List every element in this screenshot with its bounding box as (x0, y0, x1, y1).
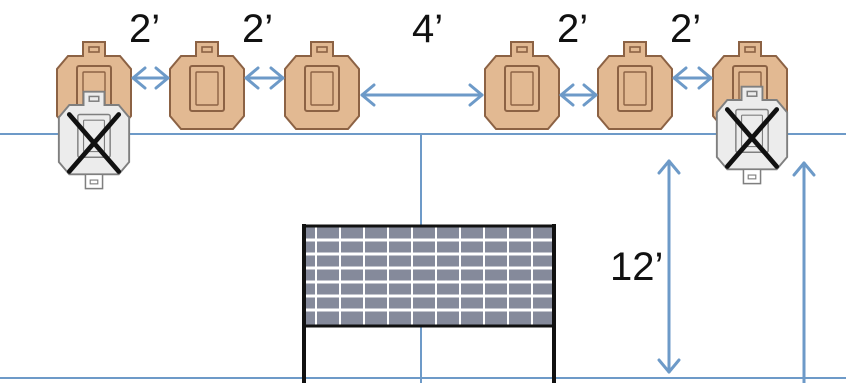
gap-4-arrow (672, 66, 713, 90)
gap-2-arrow (244, 66, 285, 90)
target-5-icon (597, 41, 673, 130)
barricade (302, 224, 556, 383)
target-2-icon (169, 41, 245, 130)
distance-arrow (657, 159, 681, 374)
gap-3-label: 2’ (557, 7, 588, 51)
gap-1-arrow (131, 66, 170, 90)
gap-1-label: 2’ (129, 7, 160, 51)
gap-4-label: 2’ (670, 7, 701, 51)
gap-center-label: 4’ (412, 7, 443, 51)
no-shoot-left-icon (57, 90, 131, 190)
distance-label: 12’ (610, 245, 663, 289)
target-3-icon (284, 41, 360, 130)
gap-2-label: 2’ (242, 7, 273, 51)
target-4-icon (484, 41, 560, 130)
no-shoot-right-icon (715, 85, 789, 185)
gap-3-arrow (559, 83, 598, 107)
right-up-arrow (792, 161, 816, 383)
gap-center-arrow (360, 83, 484, 107)
